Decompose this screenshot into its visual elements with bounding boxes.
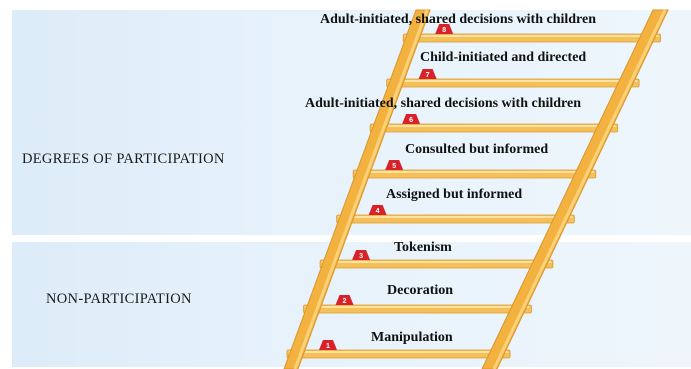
rung-badge-shape bbox=[435, 24, 454, 34]
rung-badge-number: 8 bbox=[442, 27, 446, 34]
rung-badge-number: 7 bbox=[426, 72, 430, 79]
rung-badge-number: 6 bbox=[409, 117, 413, 124]
rung-badge-4: 4 bbox=[368, 205, 387, 215]
rung-7-highlight bbox=[388, 80, 638, 82]
rung-badge-shape bbox=[318, 340, 337, 350]
rung-badge-number: 1 bbox=[326, 343, 330, 350]
right-rail-highlight bbox=[492, 9, 667, 369]
rung-label-4: Assigned but informed bbox=[386, 187, 523, 202]
rung-label-8: Adult-initiated, shared decisions with c… bbox=[320, 12, 597, 27]
rung-badge-number: 3 bbox=[359, 253, 363, 260]
non-participation-label: NON-PARTICIPATION bbox=[46, 291, 192, 307]
rung-badge-3: 3 bbox=[352, 250, 371, 260]
rung-label-5: Consulted but informed bbox=[405, 142, 549, 157]
rung-2-highlight bbox=[305, 306, 530, 308]
rung-4-highlight bbox=[338, 216, 573, 218]
rung-8-highlight bbox=[405, 35, 659, 37]
rung-3-highlight bbox=[322, 261, 551, 263]
rung-label-1: Manipulation bbox=[371, 330, 453, 345]
rung-badges: 1 2 3 4 5 6 7 8 bbox=[318, 24, 454, 350]
rung-badge-6: 6 bbox=[402, 114, 421, 124]
rung-6-highlight bbox=[372, 125, 616, 127]
rung-label-3: Tokenism bbox=[394, 240, 452, 255]
rung-badge-8: 8 bbox=[435, 24, 454, 34]
rung-label-2: Decoration bbox=[387, 283, 454, 298]
rung-badge-5: 5 bbox=[385, 160, 404, 170]
ladder-rungs bbox=[286, 33, 661, 359]
rung-badge-7: 7 bbox=[418, 69, 437, 79]
rung-badge-shape bbox=[385, 160, 404, 170]
rung-label-6: Adult-initiated, shared decisions with c… bbox=[305, 96, 582, 111]
rung-5-highlight bbox=[355, 171, 594, 173]
rung-label-7: Child-initiated and directed bbox=[420, 50, 587, 65]
rung-badge-number: 2 bbox=[343, 298, 347, 305]
rung-badge-shape bbox=[402, 114, 421, 124]
rung-badge-2: 2 bbox=[335, 295, 354, 305]
ladder-rails bbox=[283, 9, 669, 369]
zone-divider bbox=[12, 235, 691, 242]
rung-badge-shape bbox=[418, 69, 437, 79]
rung-badge-shape bbox=[352, 250, 371, 260]
left-rail-highlight bbox=[293, 9, 429, 369]
rung-badge-shape bbox=[335, 295, 354, 305]
degrees-of-participation-label: DEGREES OF PARTICIPATION bbox=[22, 151, 225, 167]
rung-badge-number: 4 bbox=[376, 208, 380, 215]
rung-badge-shape bbox=[368, 205, 387, 215]
rung-1-highlight bbox=[288, 351, 509, 353]
rung-badge-1: 1 bbox=[318, 340, 337, 350]
rung-badge-number: 5 bbox=[392, 163, 396, 170]
